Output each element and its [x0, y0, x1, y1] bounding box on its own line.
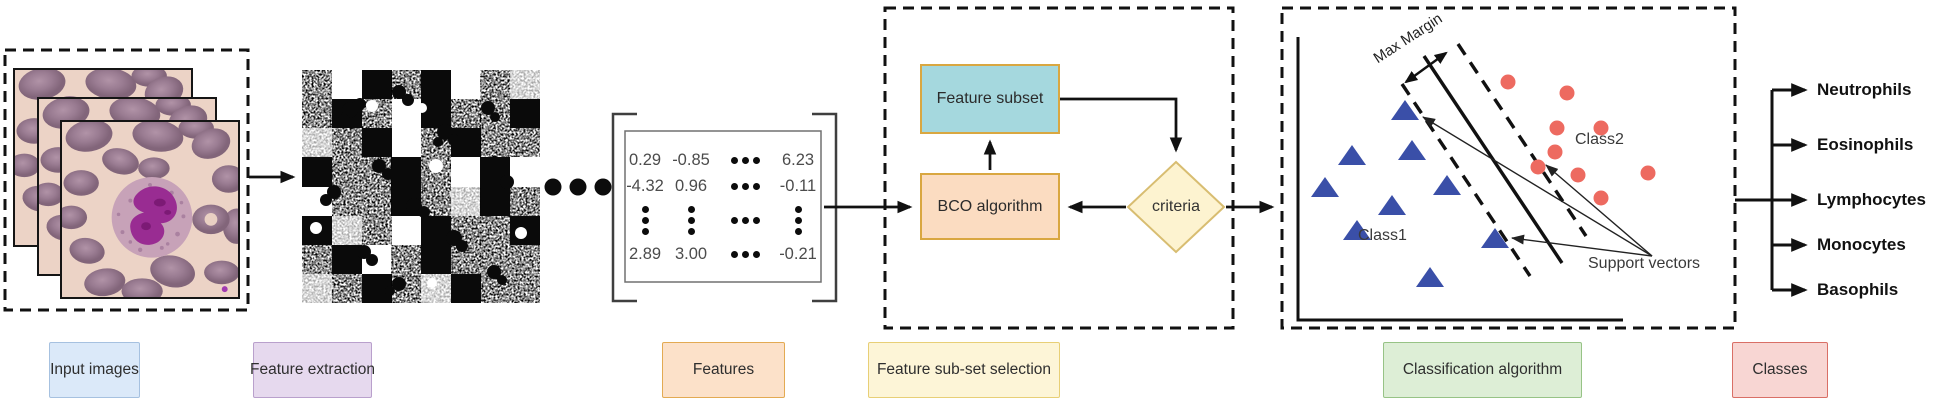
- input-image-photo: [60, 120, 240, 299]
- svm-axes: [1296, 37, 1623, 322]
- matrix-vdots: [774, 203, 822, 237]
- margin-line-right: [1456, 43, 1588, 237]
- feature-subset-label: Feature subset: [936, 90, 1044, 107]
- matrix-cell: -0.21: [779, 244, 817, 263]
- feature-extraction-texture: [302, 70, 540, 303]
- classes-tree: [1735, 83, 1808, 297]
- ellipsis-dots: [544, 178, 612, 196]
- class-label-monocytes: Monocytes: [1817, 235, 1906, 254]
- bco-algorithm-box: BCO algorithm: [920, 173, 1060, 240]
- texture-blobs: [320, 85, 514, 296]
- class-label-neutrophils: Neutrophils: [1817, 80, 1912, 99]
- support-vectors-label: Support vectors: [1588, 255, 1701, 272]
- texture-black-cells: [302, 70, 540, 303]
- texture-light-noise-cells: [302, 70, 540, 303]
- matrix-cell: -0.85: [672, 150, 710, 169]
- matrix-hdots: [717, 239, 774, 269]
- matrix-hdots: [717, 203, 774, 237]
- class1-label: Class1: [1358, 227, 1407, 244]
- texture-white-holes: [310, 100, 527, 288]
- matrix-cell: -4.32: [626, 176, 664, 195]
- matrix-vdots: [665, 203, 717, 237]
- legend-classes: Classes: [1732, 342, 1828, 398]
- bco-algorithm-label: BCO algorithm: [937, 197, 1043, 215]
- matrix-vdots: [625, 203, 665, 237]
- matrix-cell: 0.29: [628, 150, 662, 169]
- matrix-cell: 2.89: [628, 244, 662, 263]
- matrix-hdots: [717, 173, 774, 199]
- class-label-basophils: Basophils: [1817, 280, 1899, 299]
- margin-line-left: [1400, 83, 1532, 277]
- matrix-cell: 3.00: [674, 244, 708, 263]
- max-margin-arrow: [1404, 51, 1448, 84]
- legend-features: Features: [662, 342, 785, 398]
- feature-subset-selection-dashed-box: [883, 6, 1235, 330]
- legend-feature-extraction: Feature extraction: [250, 342, 375, 398]
- class2-label: Class2: [1575, 131, 1624, 148]
- criteria-label: criteria: [1151, 198, 1200, 215]
- features-matrix: 0.29 -0.85 6.23 -4.32 0.96 -0.11 2.89 3.…: [625, 131, 822, 282]
- class1-triangles: [1311, 100, 1509, 287]
- matrix-cell: 0.96: [674, 176, 708, 195]
- max-margin-label: Max Margin: [1370, 10, 1446, 67]
- texture-noise-cells: [302, 70, 540, 303]
- legend-feature-subset-selection: Feature sub-set selection: [868, 342, 1060, 398]
- decision-boundary-line: [1422, 55, 1564, 264]
- class-label-lymphocytes: Lymphocytes: [1817, 190, 1926, 209]
- matrix-cell: -0.11: [779, 176, 817, 195]
- feature-subset-box: Feature subset: [920, 64, 1060, 134]
- legend-input-images: Input images: [49, 342, 140, 398]
- class-label-eosinophils: Eosinophils: [1817, 135, 1914, 154]
- matrix-hdots: [717, 145, 774, 175]
- legend-classification-algorithm: Classification algorithm: [1383, 342, 1582, 398]
- matrix-cell: 6.23: [781, 150, 815, 169]
- arrow-subset-to-criteria: [1060, 97, 1183, 153]
- classification-dashed-box: [1280, 6, 1737, 330]
